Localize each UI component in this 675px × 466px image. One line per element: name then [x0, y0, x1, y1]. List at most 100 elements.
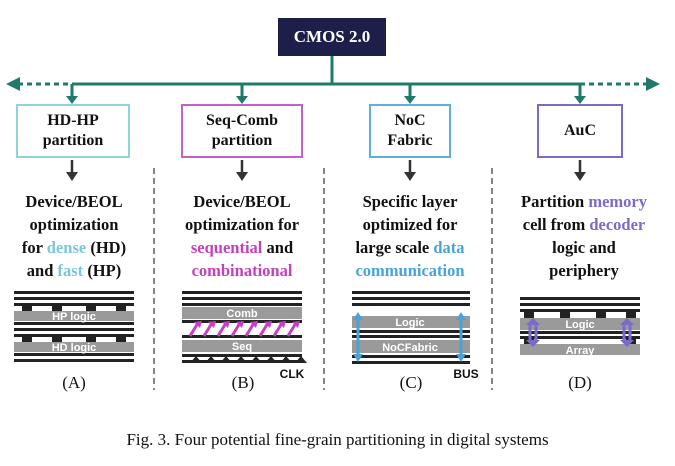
partition-title-line1: Seq-Comb [205, 112, 278, 129]
highlight-text: dense [46, 238, 87, 257]
description-text: (HD) [86, 238, 127, 257]
description-line: Specific layer [330, 190, 490, 213]
clock-triangle [235, 356, 247, 363]
description-line: optimization for [160, 213, 324, 236]
description-text: large scale [355, 238, 434, 257]
description-text: and [26, 261, 58, 280]
partition-title-line1: AuC [563, 122, 596, 139]
clock-triangle [205, 356, 217, 363]
drop-d-arrowhead [574, 96, 586, 104]
down-arrow-d [574, 160, 586, 181]
drop-c-arrowhead [404, 96, 416, 104]
layer-label-hd-logic: HD logic [52, 342, 97, 354]
clock-triangle [250, 356, 262, 363]
seq-comb-link [230, 321, 244, 337]
partition-box-noc: NoC Fabric [369, 104, 451, 158]
highlight-text: decoder [589, 215, 646, 234]
seq-comb-link [258, 321, 272, 337]
description-c: Specific layer optimized for large scale d… [330, 190, 490, 282]
partition-box-seq-comb: Seq-Comb partition [181, 104, 303, 158]
clock-triangle [190, 356, 202, 363]
description-line: logic and [496, 236, 672, 259]
side-label-clk: CLK [280, 367, 305, 381]
stack-a [14, 291, 134, 362]
description-line: periphery [496, 259, 672, 282]
description-line: cell from decoder [496, 213, 672, 236]
partition-box-auc: AuC [537, 104, 623, 158]
clock-triangle [280, 356, 292, 363]
layer-label-logic-d: Logic [565, 319, 594, 331]
decoder-link-right [620, 318, 634, 347]
description-text: optimization for [184, 215, 300, 234]
side-label-bus: BUS [453, 367, 478, 381]
clock-triangle [265, 356, 277, 363]
description-b: Device/BEOL optimization for sequential an… [160, 190, 324, 282]
description-text: for [21, 238, 47, 257]
description-text: optimization [29, 215, 119, 234]
drop-a-arrowhead [66, 96, 78, 104]
seq-comb-link [188, 321, 202, 337]
description-line: and fast (HP) [0, 259, 148, 282]
stack-c [352, 291, 470, 364]
stack-b [182, 291, 302, 363]
highlight-text: fast [57, 261, 84, 280]
description-text: Partition [520, 192, 589, 211]
bus-arrowhead-right [646, 77, 660, 91]
description-text: optimized for [362, 215, 458, 234]
sublabel-a: (A) [62, 373, 86, 392]
drop-b-arrowhead [236, 96, 248, 104]
seq-comb-link [244, 321, 258, 337]
layer-label-nocfabric: NoCFabric [382, 342, 438, 354]
description-line: large scale data [330, 236, 490, 259]
layer-label-array: Array [566, 345, 596, 357]
description-line: Partition memory [496, 190, 672, 213]
description-line: Device/BEOL [0, 190, 148, 213]
bus-arrowhead-left [6, 77, 20, 91]
clock-triangles [190, 356, 307, 363]
description-line: optimized for [330, 213, 490, 236]
sublabel-c: (C) [399, 373, 423, 392]
description-line: for dense (HD) [0, 236, 148, 259]
clock-triangle [220, 356, 232, 363]
sublabel-b: (B) [231, 373, 255, 392]
sublabel-d: (D) [568, 373, 592, 392]
description-text: and [262, 238, 294, 257]
description-text: Device/BEOL [193, 192, 291, 211]
partition-title-line2: partition [211, 132, 273, 149]
description-line: combinational [160, 259, 324, 282]
description-line: Device/BEOL [160, 190, 324, 213]
decoder-link-left [526, 318, 540, 347]
layer-label-hp-logic: HP logic [52, 311, 96, 323]
down-arrow-a [66, 160, 78, 181]
description-text: logic and [552, 238, 616, 257]
bus-arrow-right [456, 312, 466, 362]
layer-label-comb: Comb [226, 308, 257, 320]
highlight-text: data [433, 238, 465, 257]
partition-title-line2: partition [42, 132, 104, 149]
highlight-text: combinational [191, 261, 293, 280]
layer-label-seq: Seq [232, 341, 252, 353]
down-arrow-b [236, 160, 248, 181]
down-arrow-c [404, 160, 416, 181]
highlight-text: sequential [190, 238, 263, 257]
seq-comb-link [202, 321, 216, 337]
description-text: periphery [549, 261, 619, 280]
layer-label-logic-c: Logic [395, 317, 424, 329]
seq-comb-link [272, 321, 286, 337]
description-line: communication [330, 259, 490, 282]
description-line: optimization [0, 213, 148, 236]
partition-box-hd-hp: HD-HP partition [16, 104, 130, 158]
cmos-root-label: CMOS 2.0 [293, 27, 371, 46]
seq-comb-link [286, 321, 300, 337]
description-text: (HP) [83, 261, 122, 280]
highlight-text: memory [588, 192, 647, 211]
cmos-root-box: CMOS 2.0 [278, 18, 386, 56]
clock-triangle [295, 356, 307, 363]
bus-arrow-left [353, 312, 363, 362]
figure-caption: Fig. 3. Four potential fine-grain partit… [126, 430, 549, 449]
partition-title-line2: Fabric [387, 132, 433, 149]
seq-comb-links [188, 321, 300, 337]
